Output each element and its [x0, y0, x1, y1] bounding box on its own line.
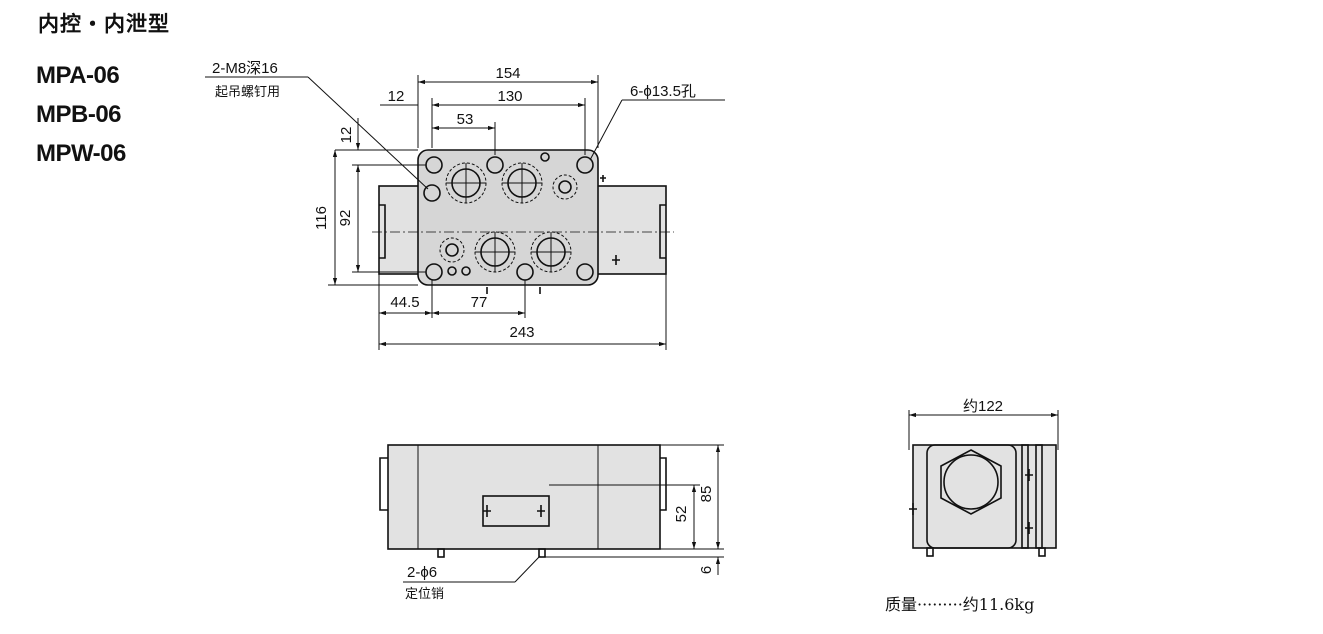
callout-pin-desc: 定位销	[405, 587, 444, 602]
dim-44-5: 44.5	[390, 294, 419, 311]
page-heading: 内控・内泄型	[38, 12, 170, 36]
model-mpb-06: MPB-06	[36, 101, 122, 128]
callout-mount-holes: 6-ϕ13.5孔	[630, 83, 696, 100]
dim-243: 243	[509, 324, 534, 341]
dim-85: 85	[698, 486, 715, 503]
ports-upper	[445, 152, 578, 204]
side-view: 约122 质量·········约11.6kg	[885, 398, 1059, 614]
callout-lifting-hole-desc: 起吊螺钉用	[215, 85, 280, 100]
valve-body-front	[387, 444, 661, 550]
dim-77: 77	[471, 294, 488, 311]
pin-marker-bottom	[486, 287, 541, 294]
valve-body-side	[912, 444, 1057, 549]
model-mpa-06: MPA-06	[36, 62, 120, 89]
model-mpw-06: MPW-06	[36, 140, 126, 167]
dim-154: 154	[495, 65, 520, 82]
dim-53: 53	[457, 111, 474, 128]
mounting-plate	[417, 149, 599, 286]
dim-130: 130	[497, 88, 522, 105]
dim-12-vertical: 12	[338, 127, 355, 144]
hex-plug	[940, 449, 1002, 515]
pin-marker-top	[600, 175, 606, 182]
ports-lower	[439, 231, 572, 276]
dim-approx-122: 约122	[963, 398, 1003, 415]
callout-pin: 2-ϕ6	[407, 564, 437, 581]
pin-marker-right	[612, 255, 620, 265]
top-view: 154 130 12 53 12 116 92 44.5 77	[205, 60, 725, 350]
right-endcap-top	[659, 204, 666, 259]
dim-116: 116	[313, 206, 330, 230]
front-view: 85 52 6 2-ϕ6 定位销	[379, 444, 724, 602]
locating-pin-2	[538, 548, 546, 558]
callout-lifting-hole: 2-M8深16	[212, 60, 278, 77]
dim-52: 52	[673, 506, 690, 523]
locating-pin-1	[437, 548, 445, 558]
dim-92: 92	[337, 210, 354, 227]
dim-6: 6	[698, 566, 715, 574]
left-endcap-top	[379, 204, 386, 259]
dim-12-horizontal: 12	[388, 88, 405, 105]
mass-label: 质量·········约11.6kg	[885, 595, 1034, 614]
